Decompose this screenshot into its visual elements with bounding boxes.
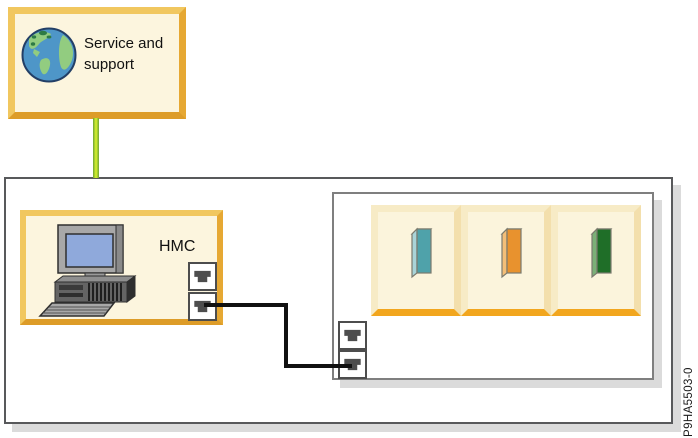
ethernet-port-icon <box>188 262 217 291</box>
hmc-label: HMC <box>159 238 196 255</box>
ethernet-cable-segment <box>284 364 352 368</box>
ethernet-port-icon <box>188 292 217 321</box>
partition-box-3 <box>551 205 641 316</box>
figure-part-number: P9HA5503-0 <box>683 367 695 437</box>
desktop-computer-icon <box>38 224 137 317</box>
ethernet-port-icon <box>338 321 367 350</box>
partition-bar-teal-icon <box>410 227 433 279</box>
ethernet-cable-segment <box>284 303 288 368</box>
partition-bar-green-icon <box>590 227 613 279</box>
ethernet-cable-segment <box>204 303 288 307</box>
partition-box-2 <box>461 205 551 316</box>
partition-bar-orange-icon <box>500 227 523 279</box>
service-connection-line <box>93 118 99 178</box>
globe-icon <box>21 27 77 83</box>
service-support-label: Service and support <box>84 35 164 73</box>
partition-box-1 <box>371 205 461 316</box>
